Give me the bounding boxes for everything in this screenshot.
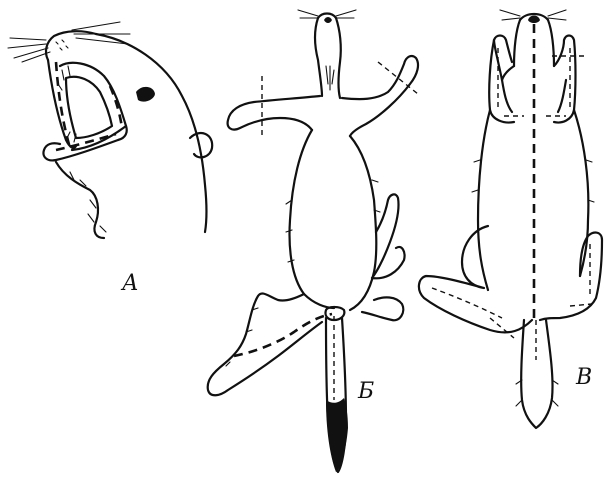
label-v: В xyxy=(575,365,592,390)
panel-b-animal xyxy=(208,10,418,472)
whiskers-left xyxy=(8,38,50,62)
v-hindleg-right xyxy=(540,233,602,320)
v-cut-hindleg-left xyxy=(432,288,514,338)
v-frontleg-left xyxy=(494,36,514,81)
mouth-inner xyxy=(66,77,112,138)
b-hindleg-right-curl xyxy=(362,297,403,320)
b-anal-region xyxy=(325,307,344,320)
lower-jaw-outline xyxy=(44,126,127,160)
v-frontleg-right-flap xyxy=(554,36,576,123)
b-body-fur xyxy=(286,180,380,262)
v-tail-outline xyxy=(521,320,552,428)
head-back-outline xyxy=(96,34,207,232)
b-arm-right xyxy=(342,56,418,136)
panel-v-pelt xyxy=(419,10,602,428)
panel-a-head xyxy=(8,22,212,238)
nose-dots xyxy=(56,40,68,50)
label-b: Б xyxy=(357,379,374,404)
b-tail-tip xyxy=(326,398,348,472)
b-nose-tip xyxy=(324,17,332,23)
b-head-marks xyxy=(326,66,334,90)
throat-outline xyxy=(56,162,104,238)
b-head-outline xyxy=(315,18,341,98)
v-nose-tip xyxy=(528,16,540,24)
upper-jaw-outline xyxy=(48,60,76,148)
snout-outline xyxy=(46,31,96,60)
label-a: А xyxy=(120,271,139,296)
b-arm-left xyxy=(228,96,320,130)
b-body-outline xyxy=(290,130,377,310)
v-hindleg-left xyxy=(419,226,532,332)
eye-icon xyxy=(136,87,155,102)
b-hindleg-left xyxy=(208,293,322,395)
